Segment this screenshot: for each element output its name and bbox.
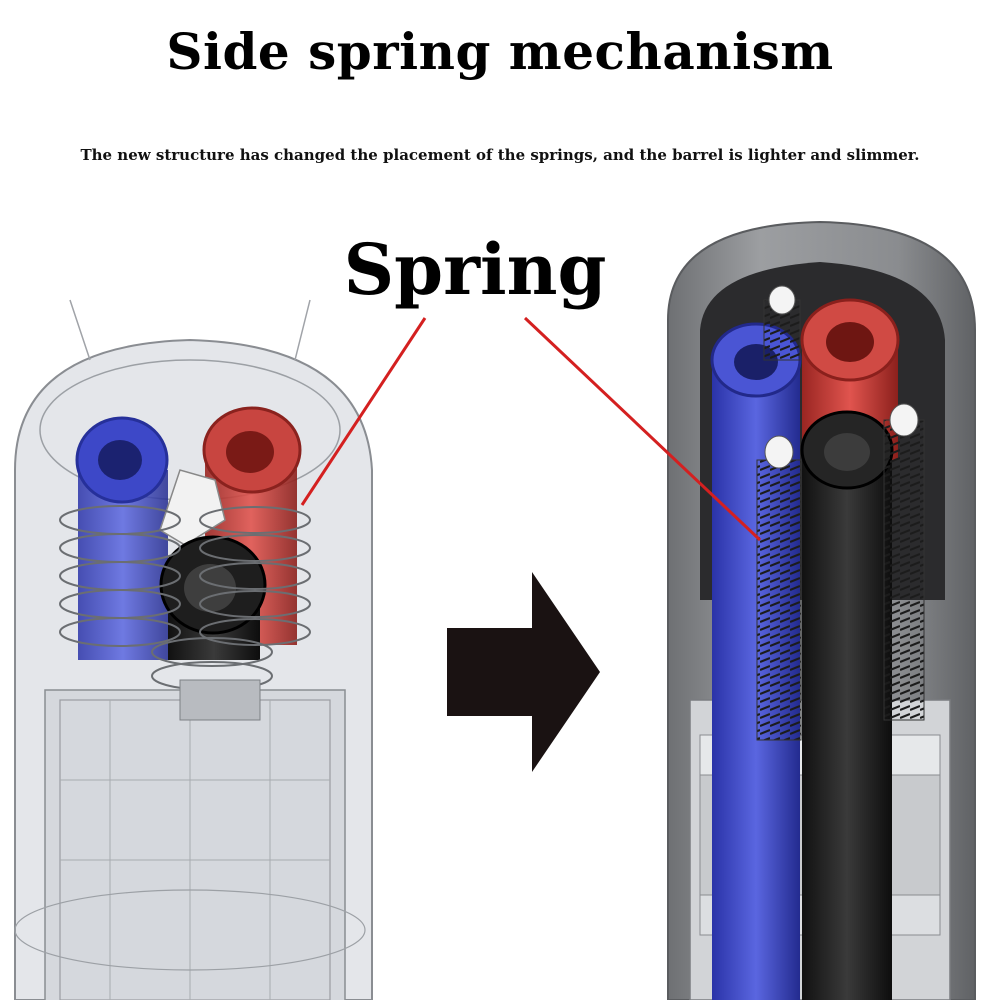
- page-title: Side spring mechanism: [166, 22, 834, 81]
- new-mechanism-pen: [667, 220, 976, 1000]
- arrow-right-icon: [447, 572, 600, 772]
- spring-callout-lines: [300, 316, 762, 542]
- blue-refill-new: [710, 322, 802, 1000]
- blue-refill: [75, 416, 169, 660]
- spring-callout-label: Spring: [343, 228, 607, 311]
- page-subtitle: The new structure has changed the placem…: [80, 146, 920, 164]
- side-springs: [756, 285, 925, 741]
- old-springs: [59, 505, 311, 691]
- black-refill-new: [800, 410, 894, 1000]
- old-mechanism-pen: [14, 299, 373, 1000]
